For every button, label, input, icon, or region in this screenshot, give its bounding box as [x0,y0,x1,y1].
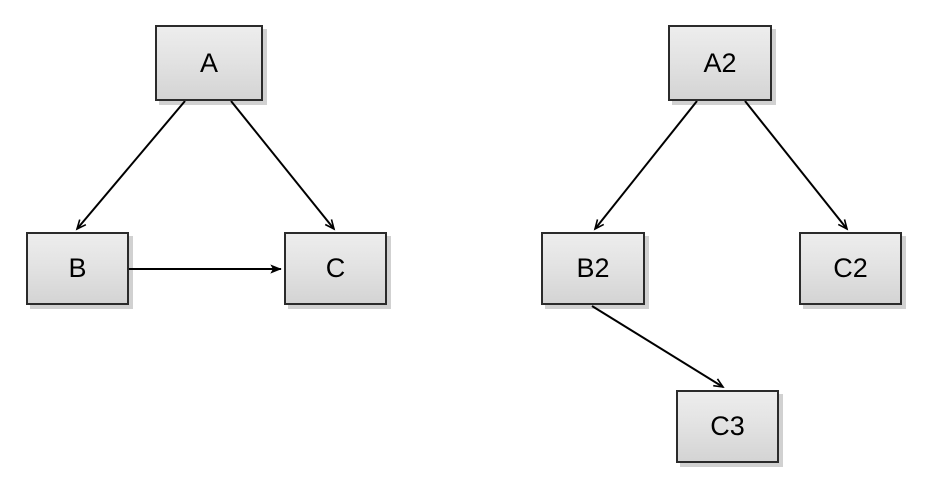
node-c[interactable]: C [284,232,387,305]
node-c3[interactable]: C3 [676,390,779,463]
node-a[interactable]: A [155,25,263,101]
node-b2[interactable]: B2 [541,232,645,305]
node-label-b: B [68,253,87,283]
node-label-c3: C3 [710,411,745,441]
node-a2[interactable]: A2 [668,25,772,101]
node-label-c: C [325,253,346,283]
edge-b2-to-c3[interactable] [591,305,725,389]
node-label-a2: A2 [703,47,737,78]
edge-a2-to-b2[interactable] [593,100,698,231]
edge-a2-to-c2[interactable] [744,100,849,231]
edges-group [75,100,849,389]
edge-a-to-b[interactable] [75,100,186,231]
edge-a-to-c[interactable] [230,100,336,231]
node-c2[interactable]: C2 [799,232,902,305]
node-label-a: A [199,47,218,78]
node-label-b2: B2 [576,253,610,283]
node-b[interactable]: B [26,232,129,305]
node-label-c2: C2 [833,253,868,283]
